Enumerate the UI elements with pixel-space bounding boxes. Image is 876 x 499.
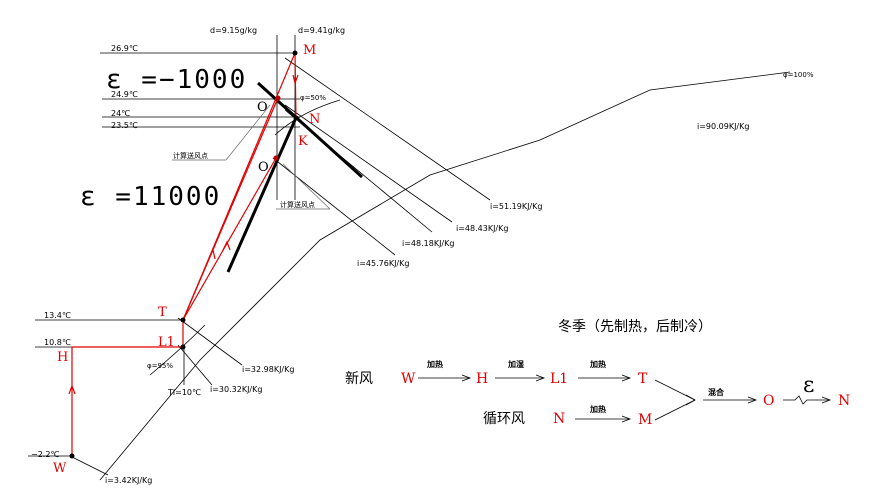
enthalpy-line-4843 bbox=[284, 104, 453, 223]
legend-humidify-label: 加湿 bbox=[507, 359, 524, 369]
legend-o: O bbox=[763, 393, 774, 409]
legend-merge-arrowhead bbox=[685, 394, 696, 406]
label-t: T bbox=[158, 305, 167, 320]
phi-95-curve bbox=[149, 324, 206, 376]
d-label-right: d=9.41g/kg bbox=[298, 26, 345, 35]
calc-supply-leader-2 bbox=[282, 163, 331, 210]
temp-label-134: 13.4℃ bbox=[44, 311, 71, 320]
tl-label: Tl=10℃ bbox=[167, 388, 201, 397]
label-h: H bbox=[57, 350, 68, 365]
label-k: K bbox=[298, 134, 308, 149]
legend-arrowhead-3 bbox=[621, 374, 632, 382]
epsilon-winter-label: ε =11000 bbox=[80, 182, 221, 212]
calc-supply-leader-1 bbox=[225, 104, 271, 161]
legend-heat2-label: 加热 bbox=[589, 359, 606, 369]
d-label-left: d=9.15g/kg bbox=[210, 26, 257, 35]
enthalpy-label-4843: i=48.43KJ/Kg bbox=[456, 224, 508, 233]
legend-title: 冬季（先制热，后制冷） bbox=[558, 319, 712, 335]
temp-label-235: 23.5℃ bbox=[111, 121, 138, 130]
point-l1 bbox=[180, 344, 186, 350]
arrow-t-m bbox=[208, 248, 216, 260]
legend-arrowhead-4 bbox=[621, 415, 632, 423]
legend-w: W bbox=[401, 371, 416, 387]
process-m-k bbox=[294, 52, 297, 121]
legend-wavy-arrow bbox=[783, 395, 830, 405]
arrow-m-down bbox=[292, 74, 299, 86]
legend-mix-label: 混合 bbox=[708, 387, 725, 397]
legend-fresh-air: 新风 bbox=[345, 371, 373, 387]
label-m: M bbox=[303, 43, 316, 58]
point-m bbox=[292, 50, 298, 56]
legend-epsilon: ε bbox=[803, 373, 814, 398]
process-t-o2 bbox=[182, 157, 277, 321]
phi-50-curve bbox=[274, 99, 341, 136]
epsilon-summer-label: ε =−1000 bbox=[106, 65, 247, 95]
arrow-w-h bbox=[68, 384, 76, 395]
temp-label-24: 24℃ bbox=[111, 109, 130, 118]
process-t-o bbox=[182, 97, 279, 321]
enthalpy-line-3298 bbox=[177, 317, 243, 366]
enthalpy-line-3032 bbox=[177, 344, 213, 386]
calc-supply-label-2: 计算送风点 bbox=[280, 200, 315, 209]
calc-supply-label-1: 计算送风点 bbox=[173, 151, 208, 160]
enthalpy-label-3298: i=32.98KJ/Kg bbox=[242, 365, 294, 374]
point-w bbox=[69, 453, 75, 459]
enthalpy-label-5119: i=51.19KJ/Kg bbox=[490, 202, 542, 211]
legend-recirc-air: 循环风 bbox=[483, 411, 525, 427]
phi-95-label: φ=95% bbox=[147, 362, 173, 370]
point-n bbox=[293, 115, 299, 121]
enthalpy-label-9009: i=90.09KJ/Kg bbox=[697, 122, 749, 131]
legend-arrowhead-6 bbox=[821, 396, 832, 404]
enthalpy-label-3032: i=30.32KJ/Kg bbox=[210, 385, 262, 394]
temp-label-m22: −2.2℃ bbox=[31, 450, 59, 459]
label-n: N bbox=[309, 112, 320, 127]
phi-100-label: φ=100% bbox=[783, 71, 814, 79]
point-o2 bbox=[273, 155, 279, 161]
ratio-line-winter bbox=[226, 119, 297, 273]
legend-h: H bbox=[476, 371, 488, 387]
point-o1 bbox=[275, 95, 281, 101]
temp-label-269: 26.9℃ bbox=[111, 44, 138, 53]
legend-l1: L1 bbox=[550, 371, 568, 387]
legend-t: T bbox=[638, 371, 648, 387]
temp-label-108: 10.8℃ bbox=[44, 338, 71, 347]
label-o2: O bbox=[258, 160, 269, 175]
saturation-curve bbox=[99, 71, 791, 481]
legend-heat3-label: 加热 bbox=[589, 404, 606, 414]
label-l1: L1 bbox=[158, 335, 175, 350]
enthalpy-label-4576: i=45.76KJ/Kg bbox=[357, 259, 409, 268]
enthalpy-line-5119 bbox=[284, 57, 491, 201]
phi-50-label: φ=50% bbox=[300, 94, 326, 102]
enthalpy-label-4818: i=48.18KJ/Kg bbox=[402, 239, 454, 248]
label-o1: O bbox=[257, 100, 268, 115]
point-t bbox=[180, 317, 186, 323]
legend-arrowhead-1 bbox=[461, 374, 472, 382]
legend-arrowhead-5 bbox=[747, 396, 758, 404]
enthalpy-label-342: i=3.42KJ/Kg bbox=[105, 476, 152, 485]
arrow-t-o bbox=[222, 240, 231, 251]
label-w: W bbox=[53, 461, 67, 476]
temp-label-249: 24.9℃ bbox=[111, 90, 138, 99]
legend-n-end: N bbox=[838, 393, 850, 409]
legend-heat-label: 加热 bbox=[426, 359, 443, 369]
enthalpy-line-342 bbox=[69, 455, 109, 476]
legend-n: N bbox=[553, 411, 565, 427]
legend-arrowhead-2 bbox=[535, 374, 546, 382]
legend-m: M bbox=[638, 412, 652, 428]
